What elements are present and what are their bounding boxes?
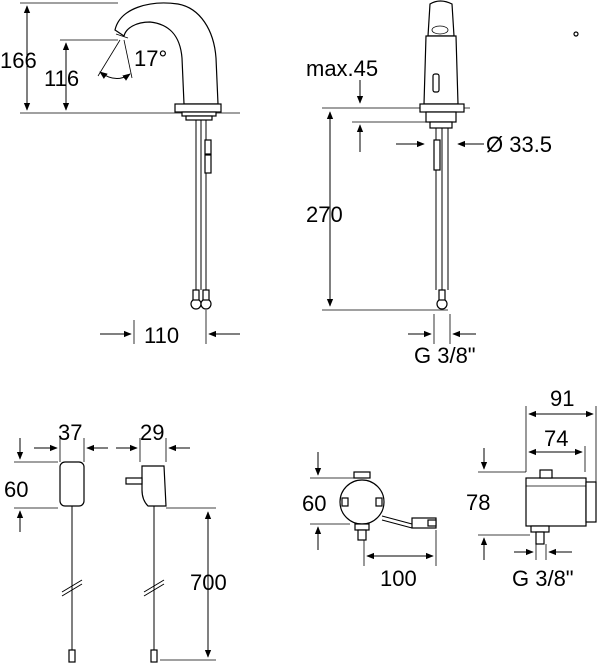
valve-box-view: 91 74 78 G 3/8" [466, 386, 597, 591]
faucet-side-view: 166 116 17° 110 [0, 2, 240, 348]
side-width-label: 29 [140, 420, 164, 445]
spout-angle-label: 17° [134, 46, 167, 71]
hole-diameter-label: Ø 33.5 [486, 132, 552, 157]
front-thread-label: G 3/8" [414, 343, 476, 368]
max-thickness-label: max.45 [306, 56, 378, 81]
box-height-label: 78 [466, 490, 490, 515]
front-width-label: 37 [58, 420, 82, 445]
valve-box-icon [525, 477, 587, 527]
power-supply-view: 37 29 60 700 [4, 420, 227, 663]
power-supply-side-icon [141, 465, 167, 507]
power-supply-front-icon [59, 461, 85, 507]
faucet-front-icon [423, 35, 459, 105]
cable-extent-label: 100 [380, 566, 417, 591]
inner-width-label: 74 [544, 426, 568, 451]
valve-height-label: 60 [302, 491, 326, 516]
total-height-label: 166 [0, 48, 37, 73]
cable-length-label: 700 [190, 570, 227, 595]
faucet-side-icon [114, 2, 219, 105]
outer-width-label: 91 [550, 386, 574, 411]
hose-length-label: 270 [306, 202, 343, 227]
box-thread-label: G 3/8" [512, 566, 574, 591]
hose-spacing-label: 110 [144, 323, 179, 348]
mixing-valve-view: 60 100 [302, 452, 437, 591]
spout-height-label: 116 [44, 66, 79, 91]
faucet-front-view: max.45 Ø 33.5 270 G 3/8" [306, 0, 579, 368]
psu-height-label: 60 [4, 477, 28, 502]
